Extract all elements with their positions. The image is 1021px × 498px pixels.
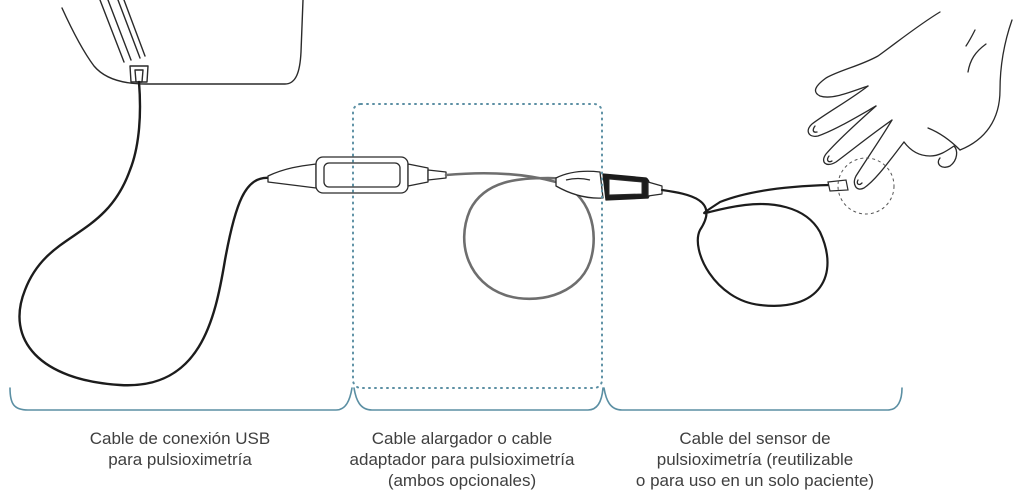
caption-usb-cable: Cable de conexión USB para pulsioximetrí… [60, 428, 300, 470]
usb-connection-cable [18, 80, 272, 387]
bracket-sensor [603, 387, 903, 411]
monitor-device-illustration [61, 0, 304, 85]
usb-cable-connector [267, 156, 447, 194]
caption-sensor-cable: Cable del sensor de pulsioximetría (reut… [605, 428, 905, 491]
fingertip-highlight-circle [837, 157, 895, 215]
bracket-extension [353, 387, 604, 411]
caption-extension-line-1: Cable alargador o cable [371, 429, 553, 448]
caption-usb-line-2: para pulsioximetría [108, 450, 252, 469]
hand-illustration [807, 11, 1013, 190]
sensor-cable-connector [602, 173, 663, 201]
caption-usb-line-1: Cable de conexión USB [89, 429, 271, 448]
optional-extension-dotted-box [352, 103, 603, 389]
bracket-usb [9, 387, 353, 411]
caption-extension-line-2: adaptador para pulsioximetría [349, 450, 575, 469]
extension-cable-connector [555, 170, 604, 199]
sensor-cable [660, 183, 832, 307]
caption-extension-line-3: (ambos opcionales) [387, 471, 537, 490]
sensor-tip [827, 179, 849, 192]
caption-sensor-line-3: o para uso en un solo paciente) [635, 471, 875, 490]
caption-sensor-line-1: Cable del sensor de [679, 429, 831, 448]
caption-sensor-line-2: pulsioximetría (reutilizable [656, 450, 854, 469]
caption-extension-cable: Cable alargador o cable adaptador para p… [312, 428, 612, 491]
